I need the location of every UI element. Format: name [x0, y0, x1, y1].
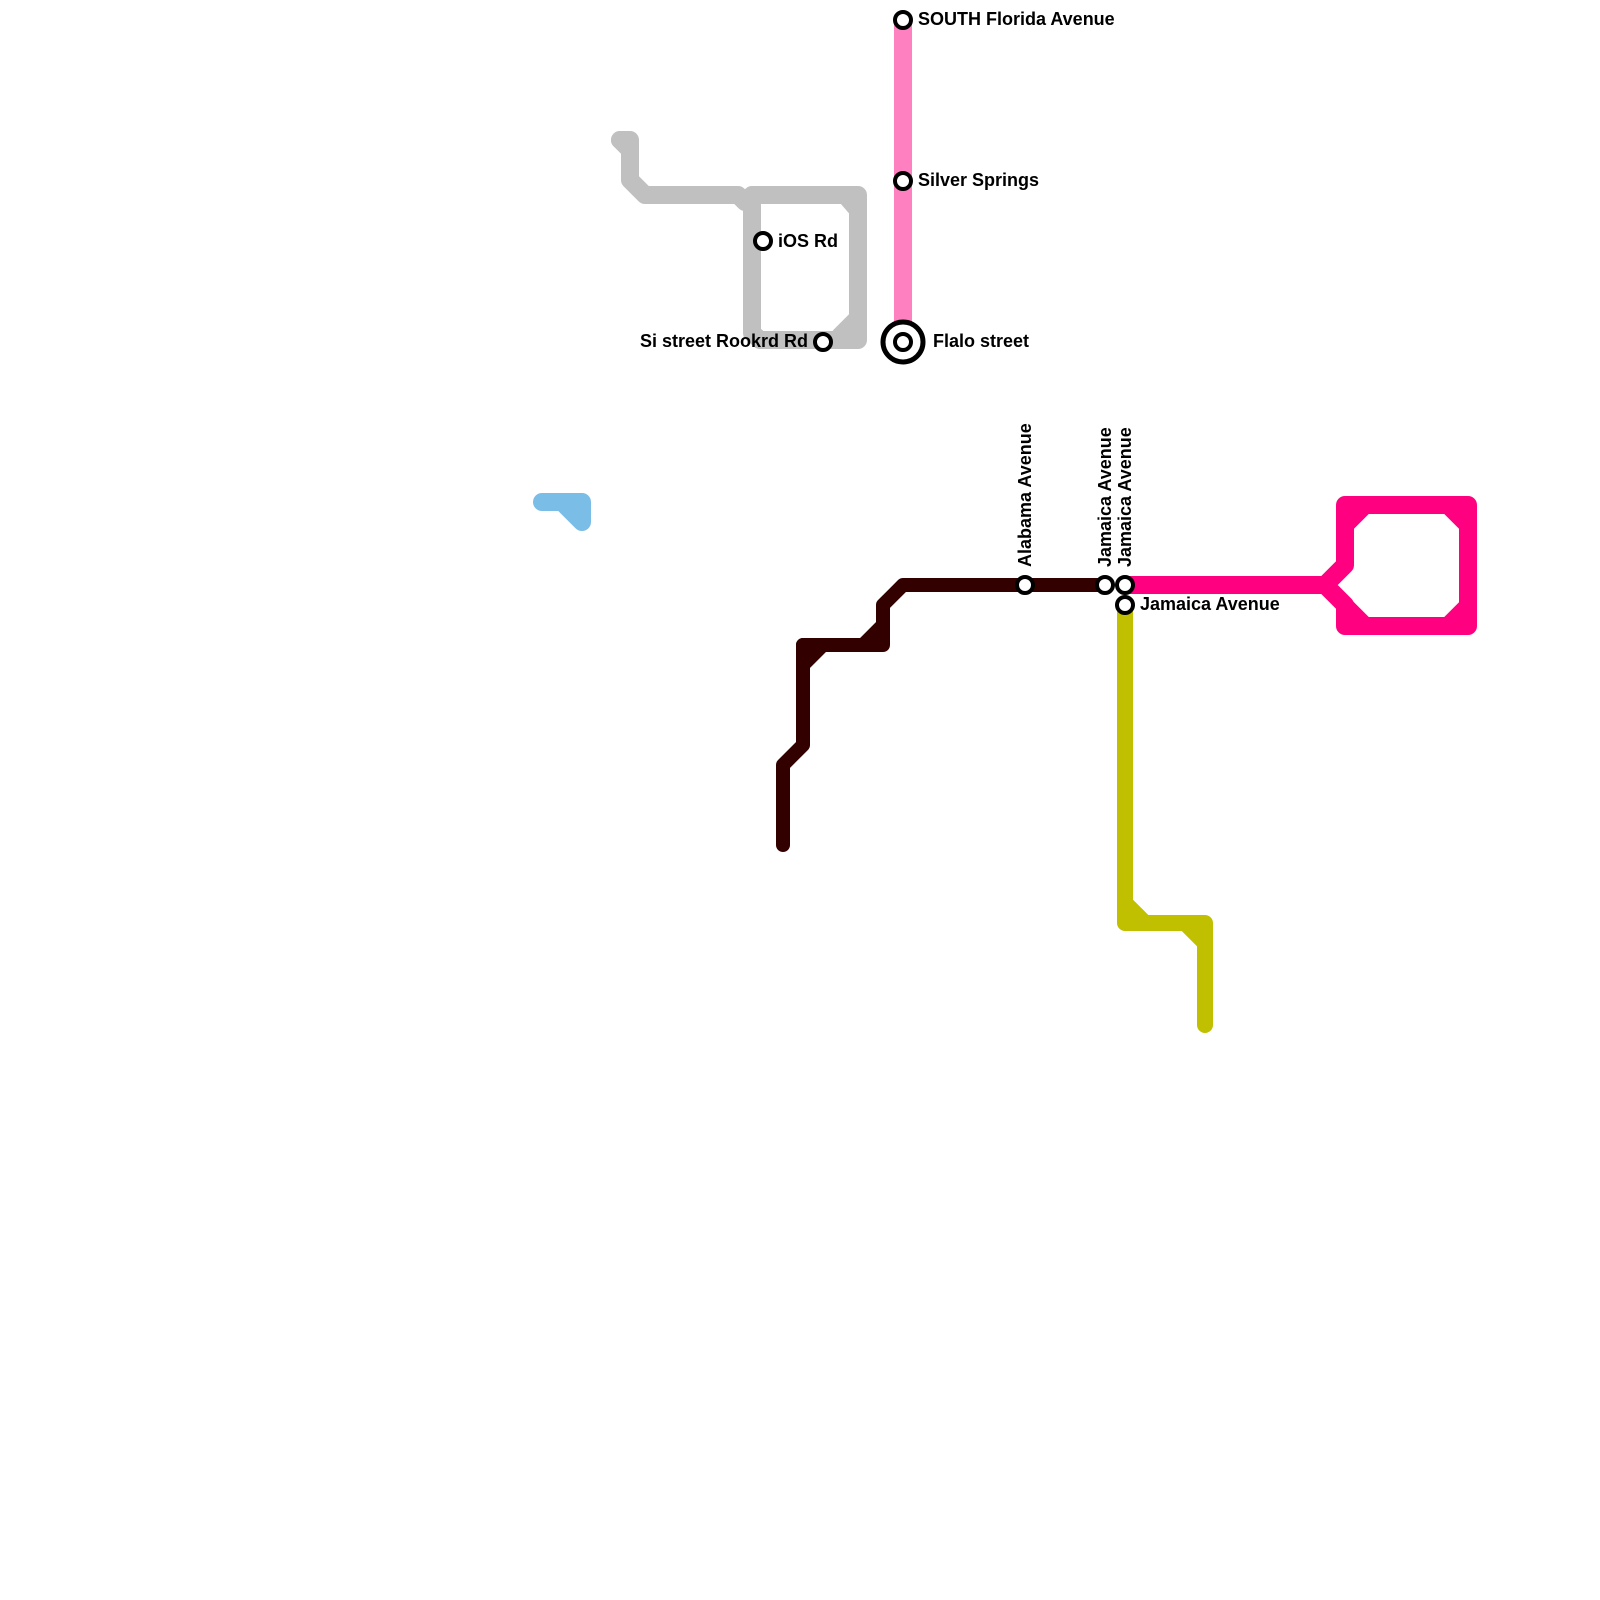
station-marker-jamaica-1[interactable] — [1095, 575, 1115, 595]
station-label-alabama: Alabama Avenue — [1015, 423, 1035, 567]
station-marker-silver-springs[interactable] — [893, 171, 913, 191]
grey-line[interactable] — [611, 131, 867, 349]
station-marker-ios-rd[interactable] — [753, 231, 773, 251]
station-marker-si-street[interactable] — [813, 332, 833, 352]
station-label-silver-springs: Silver Springs — [918, 170, 1039, 190]
dark-brown-line-kink — [796, 618, 890, 672]
station-label-south-florida: SOUTH Florida Avenue — [918, 9, 1115, 29]
station-marker-jamaica-2[interactable] — [1115, 575, 1135, 595]
magenta-line-corners — [1336, 496, 1477, 635]
station-label-si-street: Si street Rookrd Rd — [640, 331, 808, 351]
olive-line[interactable] — [1117, 597, 1213, 1033]
station-marker-south-florida[interactable] — [893, 10, 913, 30]
station-label-jamaica-3: Jamaica Avenue — [1140, 594, 1280, 614]
station-label-ios-rd: iOS Rd — [778, 231, 838, 251]
station-marker-alabama[interactable] — [1015, 575, 1035, 595]
blue-line[interactable] — [533, 493, 591, 531]
station-marker-jamaica-3[interactable] — [1115, 595, 1135, 615]
station-label-jamaica-2: Jamaica Avenue — [1115, 427, 1135, 567]
station-label-jamaica-1: Jamaica Avenue — [1095, 427, 1115, 567]
grey-line-tail — [611, 131, 639, 159]
station-label-flalo: Flalo street — [933, 331, 1029, 351]
station-marker-flalo — [893, 332, 913, 352]
dark-brown-line[interactable] — [776, 578, 1112, 852]
